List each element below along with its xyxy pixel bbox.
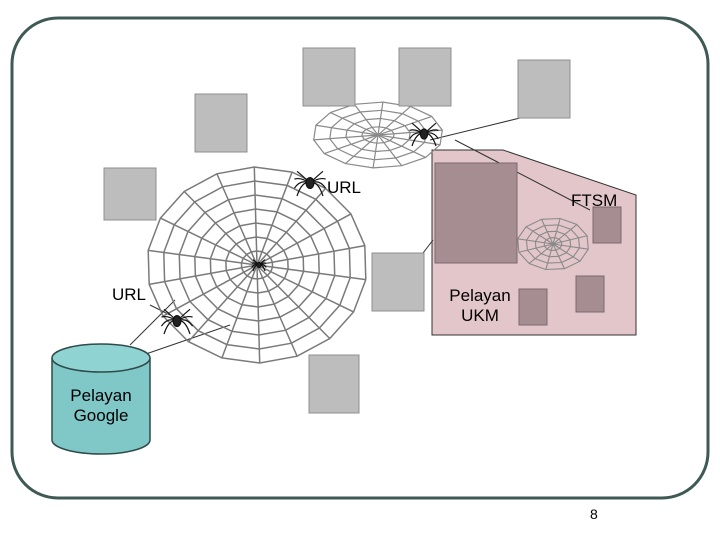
server-box bbox=[194, 93, 248, 153]
ftsm-label: FTSM bbox=[571, 191, 618, 210]
pelayan-google-label: Pelayan Google bbox=[70, 386, 132, 425]
server-box bbox=[308, 354, 360, 414]
spider-icon bbox=[409, 122, 439, 147]
spider-icon bbox=[251, 259, 267, 272]
server-box bbox=[103, 167, 157, 221]
spider-icon bbox=[160, 308, 194, 335]
ukm-servers bbox=[434, 162, 622, 326]
ukm-server-box bbox=[592, 206, 622, 244]
url-label-top: URL bbox=[327, 178, 362, 197]
ukm-server-box bbox=[575, 275, 605, 313]
ukm-server-box bbox=[518, 288, 548, 326]
url-label-left: URL bbox=[112, 285, 147, 304]
server-box bbox=[398, 47, 452, 107]
google-database-icon bbox=[51, 343, 151, 455]
page-number: 8 bbox=[590, 506, 598, 522]
slide-frame bbox=[10, 16, 710, 500]
server-box bbox=[302, 47, 356, 107]
ukm-main-server bbox=[434, 162, 518, 264]
server-box bbox=[371, 252, 425, 312]
pelayan-ukm-label: Pelayan UKM bbox=[449, 286, 511, 325]
large-spider-web bbox=[147, 166, 367, 364]
spider-icon bbox=[293, 170, 327, 197]
spiders bbox=[160, 122, 439, 335]
server-box bbox=[517, 59, 571, 119]
web-servers bbox=[103, 47, 571, 414]
ukm-spider-web bbox=[517, 217, 589, 271]
